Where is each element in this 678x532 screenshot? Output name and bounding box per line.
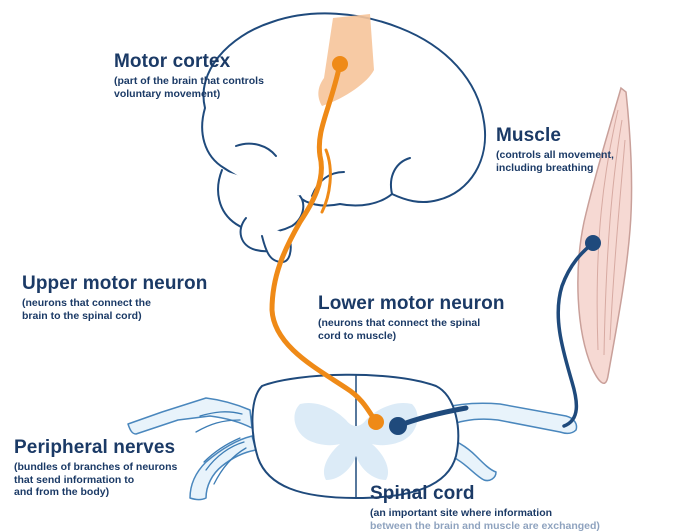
motor-cortex-desc-line: (part of the brain that controls — [114, 75, 264, 88]
peripheral-nerves-desc-line: and from the body) — [14, 486, 177, 499]
peripheral-nerves-desc-line: (bundles of branches of neurons — [14, 461, 177, 474]
spinal-cord-desc-line: (an important site where information — [370, 507, 600, 520]
muscle-desc-line: including breathing — [496, 162, 614, 175]
peripheral-nerves-label: Peripheral nerves (bundles of branches o… — [14, 438, 177, 499]
spinal-cord-desc-line: between the brain and muscle are exchang… — [370, 520, 600, 532]
lower-motor-neuron-desc-line: cord to muscle) — [318, 330, 505, 343]
peripheral-nerves-desc-line: that send information to — [14, 474, 177, 487]
muscle-title: Muscle — [496, 126, 614, 146]
spinal-cord-label: Spinal cord (an important site where inf… — [370, 484, 600, 532]
lower-motor-neuron-label: Lower motor neuron (neurons that connect… — [318, 294, 505, 342]
motor-cortex-neuron-body — [332, 56, 348, 72]
nerve-bundle-left-lower — [190, 436, 256, 500]
upper-motor-neuron-desc-line: brain to the spinal cord) — [22, 310, 207, 323]
nerve-bundle-left — [128, 398, 252, 434]
upper-neuron-terminal — [368, 414, 384, 430]
lower-motor-neuron-desc-line: (neurons that connect the spinal — [318, 317, 505, 330]
motor-cortex-title: Motor cortex — [114, 52, 264, 72]
upper-motor-neuron-desc-line: (neurons that connect the — [22, 297, 207, 310]
motor-cortex-desc-line: voluntary movement) — [114, 88, 264, 101]
peripheral-nerves-title: Peripheral nerves — [14, 438, 177, 458]
spinal-cord-title: Spinal cord — [370, 484, 600, 504]
lower-motor-neuron-title: Lower motor neuron — [318, 294, 505, 314]
muscle-desc-line: (controls all movement, — [496, 149, 614, 162]
upper-motor-neuron-title: Upper motor neuron — [22, 274, 207, 294]
motor-cortex-label: Motor cortex (part of the brain that con… — [114, 52, 264, 100]
spinal-neuron-body — [389, 417, 407, 435]
upper-motor-neuron-label: Upper motor neuron (neurons that connect… — [22, 274, 207, 322]
muscle-terminal — [585, 235, 601, 251]
muscle-label: Muscle (controls all movement, including… — [496, 126, 614, 174]
